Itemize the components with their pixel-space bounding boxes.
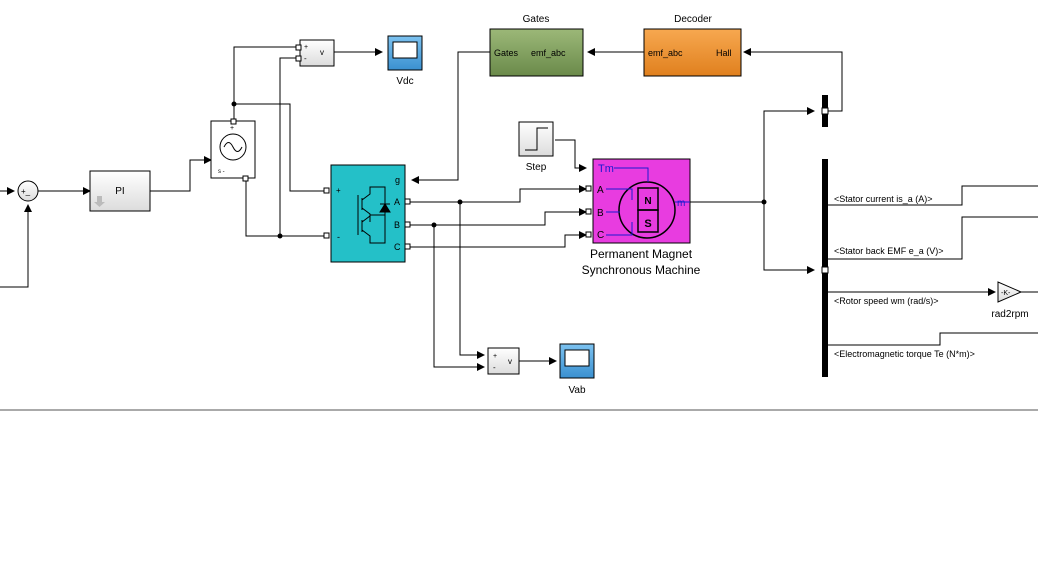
svg-text:Step: Step bbox=[526, 162, 547, 173]
vdc-scope-block[interactable]: Vdc bbox=[387, 35, 423, 87]
svg-text:-: - bbox=[304, 54, 307, 63]
svg-text:S: S bbox=[644, 218, 651, 230]
svg-text:Tm: Tm bbox=[598, 163, 614, 175]
svg-text:+: + bbox=[336, 186, 341, 195]
svg-text:Permanent Magnet: Permanent Magnet bbox=[590, 247, 693, 261]
svg-text:+: + bbox=[304, 44, 308, 51]
svg-text:N: N bbox=[644, 196, 651, 207]
svg-text:rad2rpm: rad2rpm bbox=[991, 309, 1028, 320]
bus-signal-0: <Stator current is_a (A)> bbox=[834, 194, 933, 204]
vab-voltage-measurement-block[interactable]: + - v bbox=[487, 347, 520, 375]
svg-text:+: + bbox=[230, 125, 234, 132]
svg-text:A: A bbox=[597, 185, 604, 196]
scope-screen-icon bbox=[392, 41, 418, 59]
svg-text:-K-: -K- bbox=[1001, 290, 1011, 297]
bus-signal-3: <Electromagnetic torque Te (N*m)> bbox=[834, 349, 975, 359]
svg-text:B: B bbox=[597, 208, 604, 219]
gates-block[interactable]: Gates Gates emf_abc bbox=[489, 14, 584, 77]
svg-text:Vab: Vab bbox=[568, 385, 585, 396]
svg-text:-: - bbox=[493, 363, 496, 372]
svg-text:C: C bbox=[394, 242, 401, 252]
junction-dots bbox=[231, 101, 767, 239]
arrow-down-icon bbox=[94, 196, 105, 207]
svg-text:-: - bbox=[337, 232, 340, 242]
svg-text:Hall: Hall bbox=[716, 48, 732, 58]
inverter-block[interactable]: + - g A B C bbox=[323, 164, 411, 263]
bus-signal-labels: <Stator current is_a (A)> <Stator back E… bbox=[834, 194, 975, 359]
svg-text:v: v bbox=[320, 48, 324, 57]
svg-text:Decoder: Decoder bbox=[674, 14, 712, 25]
svg-text:B: B bbox=[394, 220, 400, 230]
scope-screen-icon bbox=[564, 349, 590, 367]
svg-text:m: m bbox=[677, 198, 685, 209]
rad2rpm-gain-block[interactable]: -K- rad2rpm bbox=[991, 281, 1029, 320]
vdc-voltage-measurement-block[interactable]: + - v bbox=[295, 39, 335, 67]
step-icon bbox=[525, 127, 548, 151]
pmsm-block[interactable]: Tm A B C m N S Permanent Magnet Synchron… bbox=[582, 158, 701, 277]
bus-signal-1: <Stator back EMF e_a (V)> bbox=[834, 246, 944, 256]
motor-icon: N S bbox=[606, 167, 690, 239]
pi-controller-block[interactable]: PI bbox=[89, 170, 151, 212]
svg-text:emf_abc: emf_abc bbox=[648, 48, 683, 58]
svg-text:v: v bbox=[508, 357, 512, 366]
decoder-block[interactable]: Decoder emf_abc Hall bbox=[643, 14, 742, 77]
svg-text:PI: PI bbox=[115, 186, 124, 197]
svg-text:s -: s - bbox=[218, 169, 225, 175]
svg-text:Vdc: Vdc bbox=[396, 76, 413, 87]
sum-block[interactable]: +_ bbox=[17, 180, 39, 202]
svg-text:emf_abc: emf_abc bbox=[531, 48, 566, 58]
svg-text:C: C bbox=[597, 230, 604, 241]
svg-text:+_: +_ bbox=[21, 187, 31, 196]
bus-selector[interactable] bbox=[821, 159, 829, 377]
signal-lines bbox=[0, 46, 1038, 371]
svg-text:Gates: Gates bbox=[494, 48, 519, 58]
igbt-icon bbox=[357, 186, 391, 244]
svg-text:A: A bbox=[394, 197, 400, 207]
sine-wave-icon bbox=[223, 142, 243, 152]
svg-text:+: + bbox=[493, 353, 497, 360]
svg-text:g: g bbox=[395, 175, 400, 185]
svg-text:Synchronous Machine: Synchronous Machine bbox=[582, 263, 701, 277]
step-block[interactable]: Step bbox=[518, 121, 554, 173]
demux-small[interactable] bbox=[821, 95, 829, 127]
bus-signal-2: <Rotor speed wm (rad/s)> bbox=[834, 296, 939, 306]
vab-scope-block[interactable]: Vab bbox=[559, 343, 595, 396]
controlled-voltage-source-block[interactable]: + s - bbox=[210, 118, 256, 182]
svg-text:Gates: Gates bbox=[523, 14, 550, 25]
